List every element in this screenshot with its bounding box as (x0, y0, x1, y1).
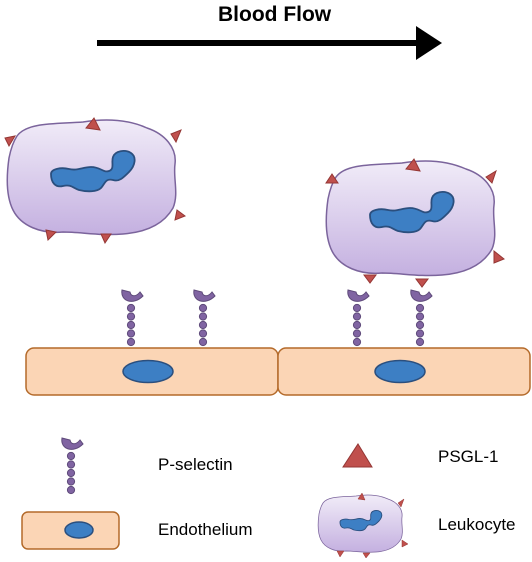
p-selectin-molecule-1 (121, 289, 144, 347)
legend-endothelium: Endothelium (21, 511, 253, 550)
endothelium-layer (25, 347, 531, 396)
blood-flow-title: Blood Flow (218, 3, 332, 26)
legend-leukocyte-icon (317, 492, 409, 559)
legend-leukocyte: Leukocyte (317, 492, 516, 559)
p-selectin-molecule-2 (193, 289, 216, 347)
legend-p-selectin-label: P-selectin (158, 455, 233, 474)
leukocyte-rolling (325, 158, 505, 288)
legend-p-selectin: P-selectin (61, 437, 233, 495)
legend-p-selectin-icon (61, 437, 84, 495)
legend-psgl1-label: PSGL-1 (438, 447, 498, 466)
legend-endothelium-icon (21, 511, 120, 550)
legend-endothelium-label: Endothelium (158, 520, 253, 539)
legend: P-selectin PSGL-1 Endothelium Leukocyte (21, 437, 516, 559)
blood-flow-arrow-icon (97, 26, 442, 60)
p-selectin-molecule-3 (347, 289, 370, 347)
p-selectin-molecule-4 (410, 289, 433, 347)
legend-psgl1-icon (342, 443, 373, 468)
leukocyte-free (4, 117, 187, 245)
legend-leukocyte-label: Leukocyte (438, 515, 516, 534)
legend-psgl1: PSGL-1 (342, 443, 498, 468)
